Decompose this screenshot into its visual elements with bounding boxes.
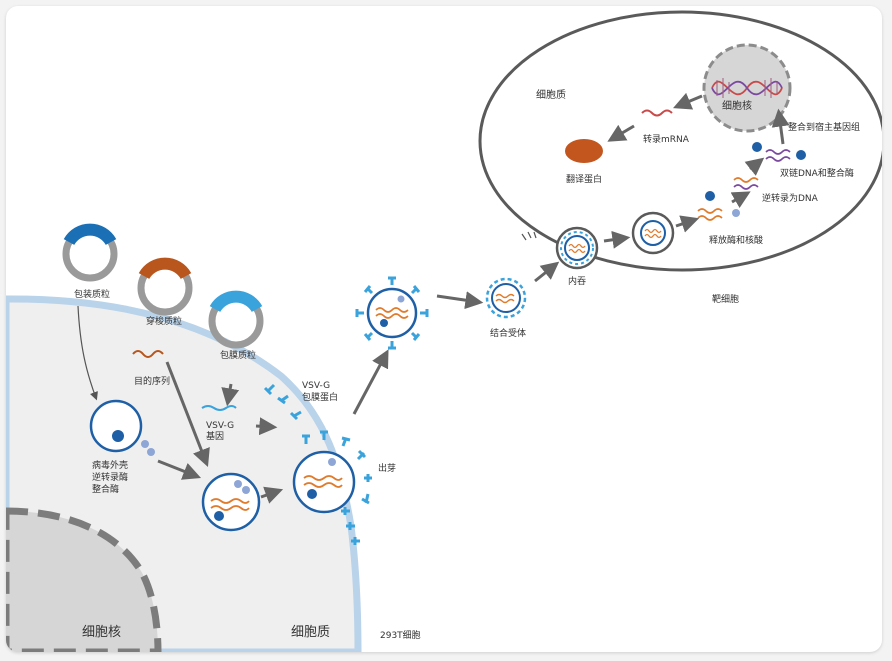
host-cytoplasm-label: 细胞质 — [291, 625, 330, 640]
target-sequence-rna — [132, 350, 164, 358]
target-nucleus-label: 细胞核 — [722, 99, 752, 112]
target-nucleus — [702, 43, 792, 133]
budding-virus — [292, 430, 372, 514]
mrna-strand — [641, 109, 673, 117]
reverse-transcribed-dna — [733, 177, 759, 190]
vsvg-protein-label-2: 包膜蛋白 — [302, 391, 338, 403]
membrane-spikes — [263, 383, 360, 545]
assembled-core — [201, 472, 261, 532]
capsid-label-1: 病毒外壳 — [92, 459, 128, 471]
integration-label: 整合到宿主基因组 — [788, 121, 860, 133]
dsdna-integrase — [752, 142, 806, 162]
transfer-plasmid-label: 穿梭质粒 — [146, 315, 182, 327]
endocytosis-vesicle — [555, 226, 599, 270]
translated-protein — [565, 139, 603, 163]
target-cytoplasm-label: 细胞质 — [536, 88, 566, 101]
receptor-binding-label: 结合受体 — [490, 327, 526, 339]
target-cell-label: 靶细胞 — [712, 293, 739, 305]
vsvg-gene-label-2: 基因 — [206, 430, 224, 442]
packaging-plasmid — [62, 223, 118, 282]
endocytosis-label: 内吞 — [568, 275, 586, 287]
diagram-card: 细胞核 细胞质 293T细胞 包装质粒 穿梭质粒 包膜质粒 目的序列 VSV-G… — [6, 6, 882, 652]
packaging-thin-arrow — [77, 305, 98, 401]
capsid-label-2: 逆转录酶 — [92, 471, 128, 483]
dsdna-integrase-label: 双链DNA和整合酶 — [780, 167, 854, 179]
translation-label: 翻译蛋白 — [566, 173, 602, 185]
reverse-transcription-label: 逆转录为DNA — [762, 192, 819, 204]
envelope-plasmid — [208, 290, 264, 349]
packaging-plasmid-label: 包装质粒 — [74, 288, 110, 300]
receptor-binding-virion — [485, 277, 527, 319]
capsid-component — [89, 399, 155, 456]
uncoating-vesicle — [631, 211, 675, 255]
host-cell-label: 293T细胞 — [380, 629, 421, 641]
receptor-marks — [521, 231, 537, 241]
target-sequence-label: 目的序列 — [134, 375, 170, 387]
transfer-plasmid — [137, 257, 193, 316]
released-rna — [697, 191, 740, 221]
lentivirus-diagram: 细胞核 细胞质 293T细胞 包装质粒 穿梭质粒 包膜质粒 目的序列 VSV-G… — [6, 10, 882, 652]
vsvg-gene-label-1: VSV-G — [206, 421, 234, 431]
flow-arrows — [157, 92, 790, 504]
released-virion — [355, 276, 429, 350]
release-label: 释放酶和核酸 — [709, 234, 763, 246]
envelope-plasmid-label: 包膜质粒 — [220, 349, 256, 361]
mrna-label: 转录mRNA — [643, 133, 690, 145]
vsvg-protein-label-1: VSV-G — [302, 381, 330, 391]
budding-label: 出芽 — [378, 462, 396, 474]
host-nucleus — [6, 507, 162, 652]
capsid-label-3: 整合酶 — [92, 483, 119, 495]
host-nucleus-label: 细胞核 — [82, 625, 121, 640]
